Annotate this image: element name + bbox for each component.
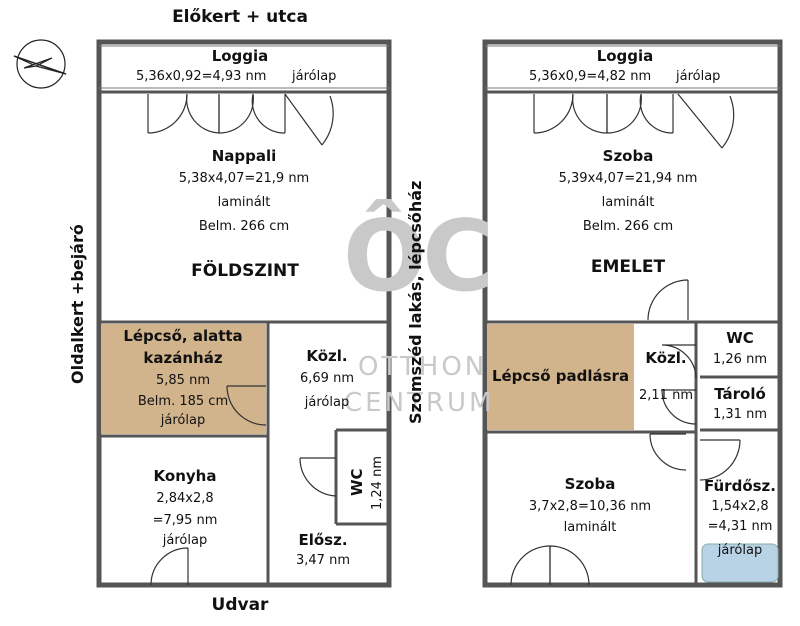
ground-doors (150, 385, 337, 586)
upper-hall-size: 2,11 nm (639, 388, 693, 403)
watermark-line2: CENTRUM (344, 388, 495, 418)
upper-floor-name: EMELET (590, 257, 666, 277)
kitchen-floor: járólap (162, 533, 208, 548)
watermark-line1: OTTHON (358, 352, 488, 382)
entry-name: Elősz. (298, 531, 348, 549)
watermark-logo: ÔC (343, 200, 494, 314)
entry-size: 3,47 nm (296, 553, 350, 568)
ground-hall-size: 6,69 nm (300, 371, 354, 386)
ground-loggia-size: 5,36x0,92=4,93 nm (136, 69, 267, 84)
upper-wc-size: 1,26 nm (713, 352, 767, 367)
upper-loggia-doors (533, 93, 735, 149)
ground-loggia-floor: járólap (292, 69, 337, 84)
stairs-fill (101, 324, 266, 434)
ground-hall-floor: járólap (304, 395, 350, 410)
upper-floor-walls (482, 39, 783, 588)
stairs-height: Belm. 185 cm (137, 394, 229, 409)
stairs-name-2: kazánház (143, 349, 223, 367)
ground-loggia-name: Loggia (211, 47, 269, 65)
middle-side-label: Szomszéd lakás, lépcsőház (406, 180, 425, 424)
ground-hall-name: Közl. (306, 347, 348, 365)
bathroom-floor: járólap (717, 543, 763, 558)
upper-room2-floor: laminált (563, 520, 617, 535)
living-room-floor: laminált (217, 195, 271, 210)
compass-arrow-icon (13, 39, 67, 89)
bathroom-size-2: =4,31 nm (707, 519, 773, 534)
ground-wc-name: WC (348, 468, 366, 496)
upper-wc-name: WC (726, 329, 754, 347)
ground-floor-name: FÖLDSZINT (191, 261, 299, 281)
stairs-name-1: Lépcső, alatta (123, 327, 243, 345)
attic-stairs-fill (487, 324, 634, 430)
ground-floor-walls (96, 39, 392, 588)
ground-loggia-doors (147, 93, 334, 146)
bathroom-name: Fürdősz. (704, 477, 776, 495)
upper-room1-floor: laminált (601, 195, 655, 210)
upper-room1-size: 5,39x4,07=21,94 nm (558, 171, 698, 186)
top-street-label: Előkert + utca (172, 7, 308, 27)
living-room-height: Belm. 266 cm (198, 219, 290, 234)
ground-floor-inner-walls (99, 90, 389, 585)
left-side-label: Oldalkert +bejáró (68, 224, 87, 384)
ground-wc-size: 1,24 nm (370, 456, 385, 510)
upper-hall-name: Közl. (645, 349, 687, 367)
stairs-floor: járólap (160, 413, 206, 428)
upper-room2-name: Szoba (564, 475, 616, 493)
upper-room1-height: Belm. 266 cm (582, 219, 674, 234)
kitchen-size-1: 2,84x2,8 (156, 491, 214, 506)
upper-loggia-name: Loggia (596, 47, 654, 65)
upper-room2-size: 3,7x2,8=10,36 nm (528, 499, 652, 514)
storage-name: Tároló (714, 385, 766, 403)
bottom-yard-label: Udvar (211, 595, 269, 615)
storage-size: 1,31 nm (713, 407, 767, 422)
upper-room1-name: Szoba (602, 147, 654, 165)
upper-loggia-size: 5,36x0,9=4,82 nm (529, 69, 652, 84)
kitchen-name: Konyha (153, 467, 217, 485)
attic-stairs-name: Lépcső padlásra (491, 367, 630, 385)
bathtub (701, 543, 779, 583)
upper-doors (510, 279, 741, 586)
living-room-size: 5,38x4,07=21,9 nm (178, 171, 310, 186)
living-room-name: Nappali (211, 147, 277, 165)
upper-loggia-floor: járólap (676, 69, 721, 84)
stairs-size: 5,85 nm (156, 373, 210, 388)
upper-floor-inner-walls (485, 90, 780, 585)
kitchen-size-2: =7,95 nm (152, 513, 218, 528)
bathroom-size-1: 1,54x2,8 (711, 499, 769, 514)
